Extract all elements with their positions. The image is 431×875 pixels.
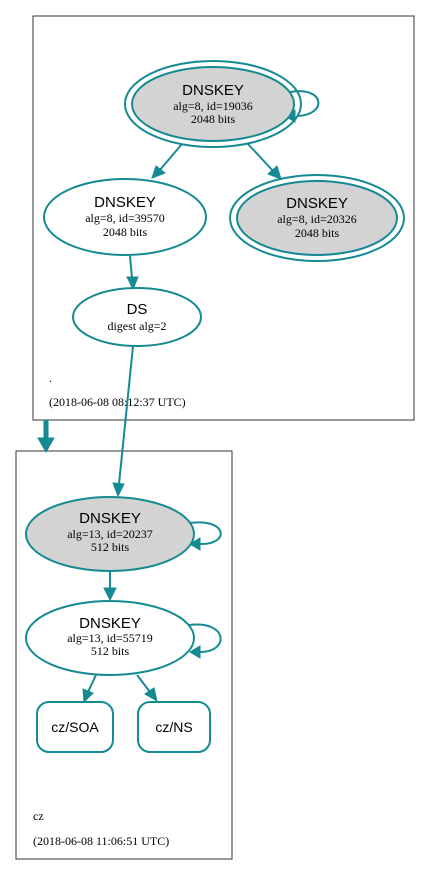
cz-ns-label: cz/NS [155, 719, 192, 735]
root-zsk-title: DNSKEY [94, 194, 156, 211]
cz-zone-name: cz [33, 809, 44, 823]
root-standby-bits: 2048 bits [295, 226, 340, 240]
root-ds-node[interactable]: DS digest alg=2 [72, 287, 202, 347]
root-zsk-alg: alg=8, id=39570 [85, 211, 165, 225]
edge-cz-ksk-to-zsk [103, 571, 117, 602]
cz-ksk-alg: alg=13, id=20237 [67, 527, 153, 541]
root-ksk-alg: alg=8, id=19036 [173, 99, 253, 113]
cz-zsk-node[interactable]: DNSKEY alg=13, id=55719 512 bits [25, 600, 195, 676]
cz-ksk-node[interactable]: DNSKEY alg=13, id=20237 512 bits [25, 496, 195, 572]
ds-digest: digest alg=2 [107, 319, 166, 333]
root-zone-timestamp: (2018-06-08 08:12:37 UTC) [49, 395, 186, 409]
root-standby-title: DNSKEY [286, 195, 348, 212]
ds-title: DS [127, 301, 148, 318]
cz-zsk-alg: alg=13, id=55719 [67, 631, 153, 645]
cz-soa-node[interactable]: cz/SOA [36, 701, 114, 753]
self-sign-loop-cz-ksk [189, 521, 222, 551]
root-zone-box [32, 15, 415, 421]
self-sign-loop-cz-zsk [188, 623, 222, 659]
edge-cz-zsk-to-ns [136, 674, 158, 703]
cz-ksk-title: DNSKEY [79, 510, 141, 527]
edge-root-ksk-to-standby [247, 143, 282, 180]
root-zsk-bits: 2048 bits [103, 225, 148, 239]
root-ksk-node[interactable]: DNSKEY alg=8, id=19036 2048 bits [124, 60, 302, 148]
cz-soa-label: cz/SOA [51, 719, 99, 735]
root-ksk-standby-node[interactable]: DNSKEY alg=8, id=20326 2048 bits [229, 174, 405, 262]
edge-ds-to-cz-ksk [112, 345, 134, 498]
root-ksk-title: DNSKEY [182, 82, 244, 99]
root-ksk-bits: 2048 bits [191, 112, 236, 126]
edge-root-zsk-to-ds [126, 255, 139, 291]
cz-ns-node[interactable]: cz/NS [137, 701, 211, 753]
cz-zone-box [15, 450, 233, 860]
cz-ksk-bits: 512 bits [91, 540, 130, 554]
cz-zsk-bits: 512 bits [91, 644, 130, 658]
cz-zone-timestamp: (2018-06-08 11:06:51 UTC) [33, 834, 169, 848]
cz-zsk-title: DNSKEY [79, 615, 141, 632]
root-zone-name: . [49, 371, 52, 385]
edge-cz-zsk-to-soa [82, 674, 97, 704]
delegation-arrow [37, 420, 55, 454]
edge-root-ksk-to-zsk [151, 143, 183, 179]
root-zsk-node[interactable]: DNSKEY alg=8, id=39570 2048 bits [43, 178, 207, 256]
root-standby-alg: alg=8, id=20326 [277, 212, 357, 226]
